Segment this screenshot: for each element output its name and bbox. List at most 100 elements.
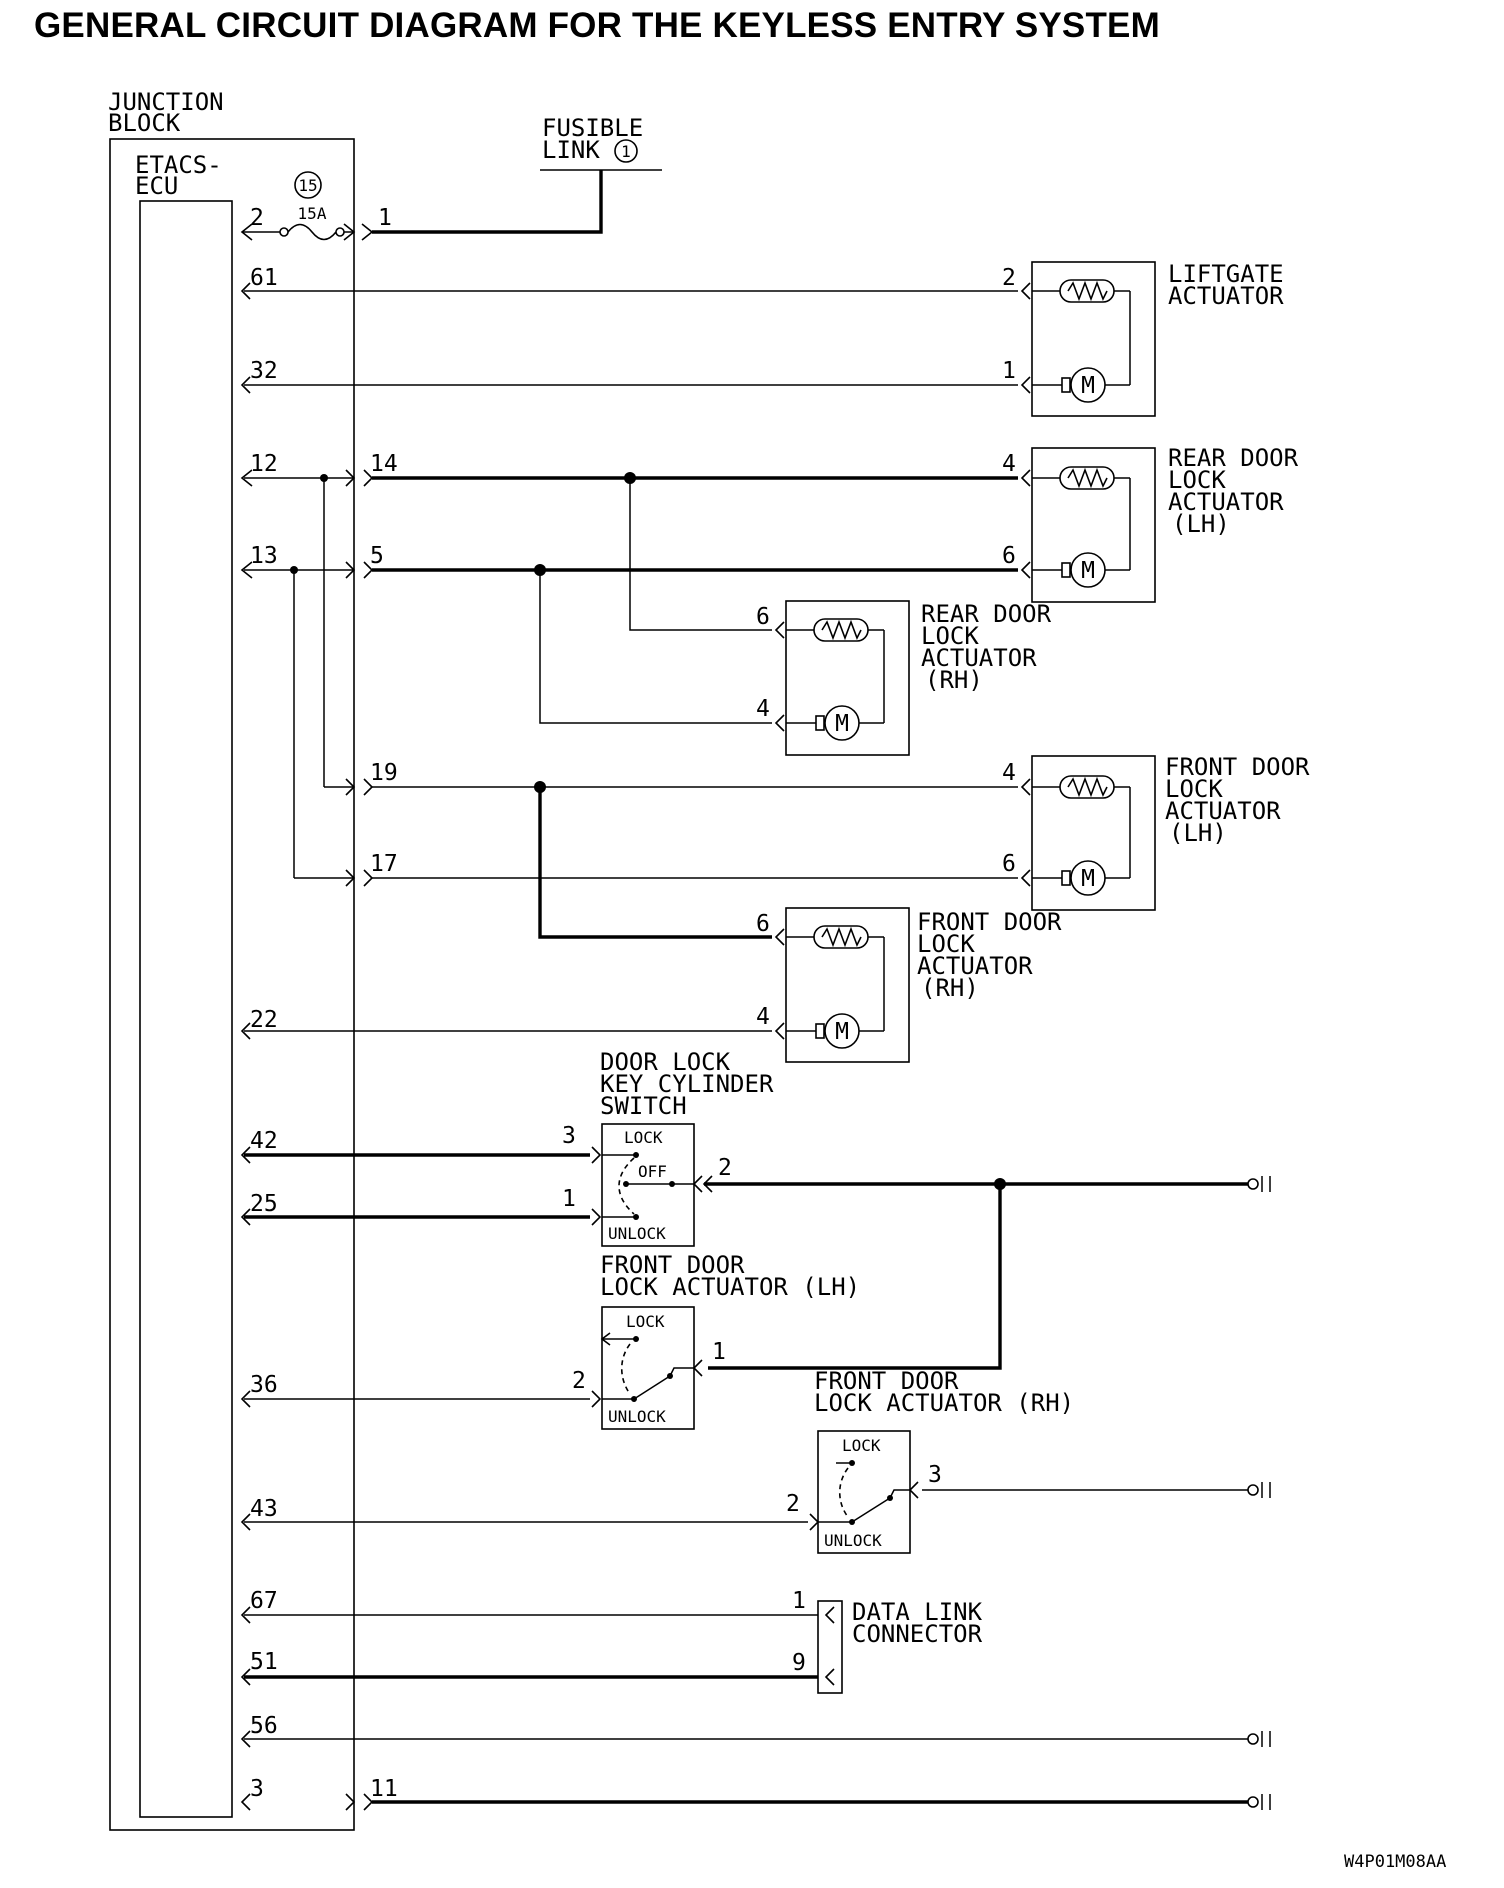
liftgate-label-1: LIFTGATE bbox=[1168, 260, 1284, 288]
front-lh-pin-bottom: 6 bbox=[1002, 851, 1016, 877]
key-switch-label-3: SWITCH bbox=[600, 1092, 687, 1120]
ecu-pin-42: 42 bbox=[250, 1128, 278, 1154]
front-rh-pin-top: 6 bbox=[756, 911, 770, 937]
front-rh-label-3: ACTUATOR bbox=[917, 952, 1033, 980]
ecu-pin-25: 25 bbox=[250, 1191, 278, 1217]
fusible-link-label-2: LINK bbox=[542, 136, 600, 164]
data-link-connector: 1 9 DATA LINK CONNECTOR bbox=[792, 1588, 983, 1694]
data-link-label-1: DATA LINK bbox=[852, 1598, 983, 1626]
ecu-pin-labels: 61 32 12 13 22 42 25 36 43 67 51 56 3 bbox=[250, 265, 278, 1802]
front-rh-label-2: LOCK bbox=[917, 930, 975, 958]
data-link-pin-bottom: 9 bbox=[792, 1650, 806, 1676]
liftgate-pin-bottom: 1 bbox=[1002, 358, 1016, 384]
connector-arrows bbox=[240, 282, 374, 1811]
ecu-pin-32: 32 bbox=[250, 358, 278, 384]
ecu-pin-36: 36 bbox=[250, 1372, 278, 1398]
front-lh-motor-label: M bbox=[1081, 866, 1095, 892]
key-switch-pin-unlock: 1 bbox=[562, 1186, 576, 1212]
front-door-rh-switch: FRONT DOOR LOCK ACTUATOR (RH) 2 3 LOCK U… bbox=[786, 1367, 1074, 1554]
front-lh-pin-top: 4 bbox=[1002, 760, 1016, 786]
front-lh-switch-pin-left: 2 bbox=[572, 1368, 586, 1394]
jb-pin-11: 11 bbox=[370, 1776, 398, 1802]
diagram-title: GENERAL CIRCUIT DIAGRAM FOR THE KEYLESS … bbox=[34, 6, 1160, 45]
front-lh-label-3: ACTUATOR bbox=[1165, 797, 1281, 825]
key-switch-lock-text: LOCK bbox=[624, 1128, 663, 1147]
junction-block-pin-labels: 14 5 19 17 11 bbox=[370, 451, 398, 1802]
front-rh-pin-bottom: 4 bbox=[756, 1004, 770, 1030]
front-rh-motor-label: M bbox=[835, 1019, 849, 1045]
front-door-lock-actuator-lh: 4 6 M FRONT DOOR LOCK ACTUATOR (LH) bbox=[1002, 753, 1310, 911]
ecu-pin-13: 13 bbox=[250, 543, 278, 569]
rear-lh-label-1: REAR DOOR bbox=[1168, 444, 1299, 472]
junction-block-box bbox=[109, 138, 355, 1831]
front-rh-switch-pin-right: 3 bbox=[928, 1462, 942, 1488]
junction-block-label-1: JUNCTION bbox=[108, 88, 224, 116]
ecu-pin-56: 56 bbox=[250, 1713, 278, 1739]
front-door-lh-switch: FRONT DOOR LOCK ACTUATOR (LH) 2 1 LOCK U… bbox=[572, 1251, 860, 1430]
ecu-pin-67: 67 bbox=[250, 1588, 278, 1614]
rear-rh-motor-label: M bbox=[835, 711, 849, 737]
rear-rh-label-1: REAR DOOR bbox=[921, 600, 1052, 628]
front-lh-label-4: (LH) bbox=[1169, 819, 1227, 847]
ecu-pin-51: 51 bbox=[250, 1649, 278, 1675]
key-switch-off-text: OFF bbox=[638, 1162, 667, 1181]
ecu-pin-22: 22 bbox=[250, 1007, 278, 1033]
rear-lh-label-2: LOCK bbox=[1168, 466, 1226, 494]
front-rh-switch-label-2: LOCK ACTUATOR (RH) bbox=[814, 1389, 1074, 1417]
front-lh-switch-label-1: FRONT DOOR bbox=[600, 1251, 745, 1279]
rear-lh-label-4: (LH) bbox=[1172, 510, 1230, 538]
front-rh-label-1: FRONT DOOR bbox=[917, 908, 1062, 936]
key-switch-unlock-text: UNLOCK bbox=[608, 1224, 666, 1243]
rear-rh-label-2: LOCK bbox=[921, 622, 979, 650]
rear-lh-motor-label: M bbox=[1081, 558, 1095, 584]
fusible-link-number: 1 bbox=[621, 142, 631, 161]
rear-lh-label-3: ACTUATOR bbox=[1168, 488, 1284, 516]
key-cylinder-switch: DOOR LOCK KEY CYLINDER SWITCH 3 1 2 LOCK… bbox=[562, 1048, 774, 1247]
front-door-lock-actuator-rh: 6 4 M FRONT DOOR LOCK ACTUATOR (RH) bbox=[756, 907, 1062, 1063]
front-lh-label-2: LOCK bbox=[1165, 775, 1223, 803]
front-rh-switch-unlock-text: UNLOCK bbox=[824, 1531, 882, 1550]
front-rh-switch-pin-left: 2 bbox=[786, 1491, 800, 1517]
rear-lh-pin-bottom: 6 bbox=[1002, 543, 1016, 569]
figure-code: W4P01M08AA bbox=[1344, 1852, 1446, 1872]
ecu-pin-61: 61 bbox=[250, 265, 278, 291]
fuse-rating: 15A bbox=[298, 204, 327, 223]
fuse-pin-right: 1 bbox=[378, 205, 392, 231]
rear-rh-pin-top: 6 bbox=[756, 604, 770, 630]
jb-pin-5: 5 bbox=[370, 543, 384, 569]
fuse-15: 15 15A 2 1 bbox=[240, 171, 392, 241]
jb-pin-19: 19 bbox=[370, 760, 398, 786]
key-switch-pin-common: 2 bbox=[718, 1155, 732, 1181]
liftgate-pin-top: 2 bbox=[1002, 265, 1016, 291]
key-switch-label-1: DOOR LOCK bbox=[600, 1048, 731, 1076]
front-lh-label-1: FRONT DOOR bbox=[1165, 753, 1310, 781]
fuse-number: 15 bbox=[298, 176, 317, 195]
liftgate-motor-label: M bbox=[1081, 373, 1095, 399]
jb-pin-17: 17 bbox=[370, 851, 398, 877]
rear-rh-label-3: ACTUATOR bbox=[921, 644, 1037, 672]
etacs-ecu-label-1: ETACS- bbox=[135, 151, 222, 179]
front-lh-switch-unlock-text: UNLOCK bbox=[608, 1407, 666, 1426]
front-lh-switch-lock-text: LOCK bbox=[626, 1312, 665, 1331]
splice-points bbox=[290, 472, 1006, 1190]
key-switch-pin-lock: 3 bbox=[562, 1123, 576, 1149]
rear-rh-pin-bottom: 4 bbox=[756, 696, 770, 722]
jb-pin-14: 14 bbox=[370, 451, 398, 477]
fuse-pin-left: 2 bbox=[250, 205, 264, 231]
rear-door-lock-actuator-lh: 4 6 M REAR DOOR LOCK ACTUATOR (LH) bbox=[1002, 444, 1299, 603]
front-rh-label-4: (RH) bbox=[921, 974, 979, 1002]
ecu-pin-43: 43 bbox=[250, 1496, 278, 1522]
front-lh-switch-pin-right: 1 bbox=[712, 1339, 726, 1365]
rear-rh-label-4: (RH) bbox=[925, 666, 983, 694]
etacs-ecu-box bbox=[139, 200, 233, 1818]
junction-block-label-2: BLOCK bbox=[108, 109, 181, 137]
front-rh-switch-lock-text: LOCK bbox=[842, 1436, 881, 1455]
ground-symbols bbox=[1247, 1176, 1271, 1810]
front-rh-switch-label-1: FRONT DOOR bbox=[814, 1367, 959, 1395]
ecu-pin-3: 3 bbox=[250, 1776, 264, 1802]
front-lh-switch-label-2: LOCK ACTUATOR (LH) bbox=[600, 1273, 860, 1301]
data-link-label-2: CONNECTOR bbox=[852, 1620, 983, 1648]
ecu-pin-12: 12 bbox=[250, 451, 278, 477]
liftgate-actuator: 2 1 M LIFTGATE ACTUATOR bbox=[1002, 260, 1284, 417]
